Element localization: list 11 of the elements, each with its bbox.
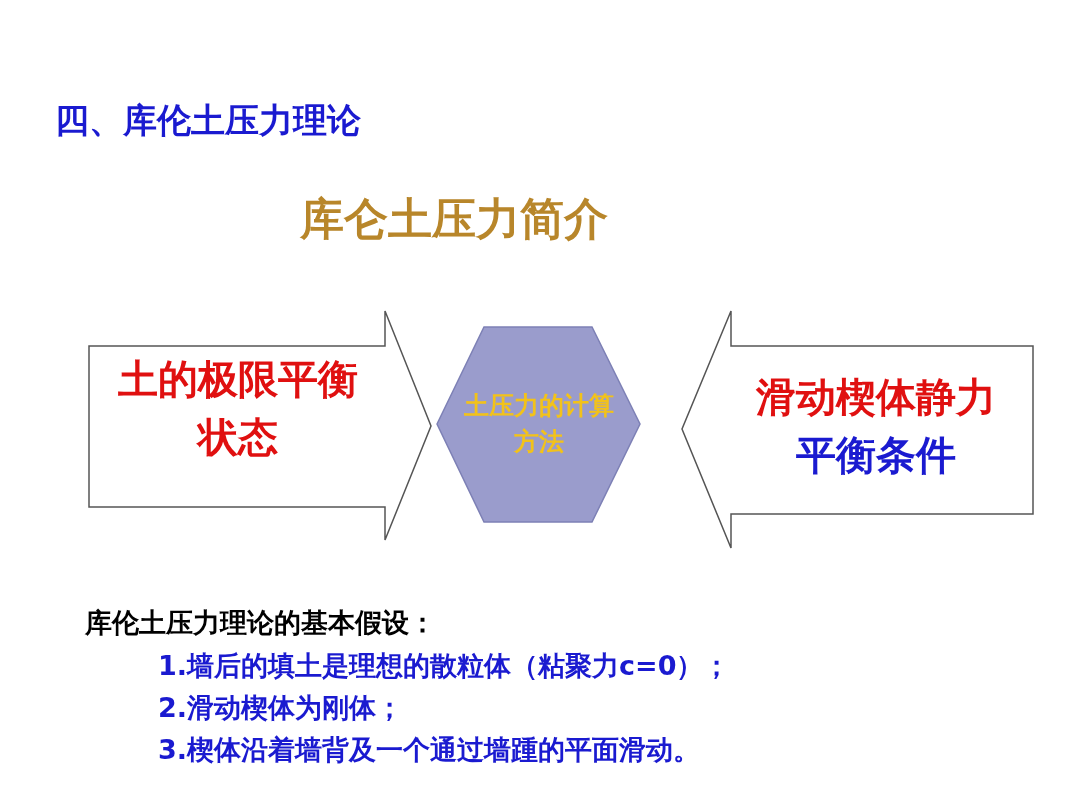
hexagon	[436, 326, 642, 524]
list-item: 1.墙后的填土是理想的散粒体（粘聚力c=0）；	[158, 649, 731, 683]
heading-text: 库伦土压力理论的基本假设：	[85, 606, 436, 640]
left-block-arrow	[681, 310, 1035, 550]
subtitle: 库仑土压力简介	[300, 192, 608, 246]
node-text: 土压力的计算方法	[463, 390, 615, 459]
page-title: 四、库伦土压力理论	[55, 99, 361, 142]
right-block-arrow	[88, 310, 433, 542]
list-item: 2.滑动楔体为刚体；	[158, 691, 404, 725]
list-item: 3.楔体沿着墙背及一个通过墙踵的平面滑动。	[158, 733, 701, 767]
node-text: 土的极限平衡状态	[117, 355, 359, 462]
